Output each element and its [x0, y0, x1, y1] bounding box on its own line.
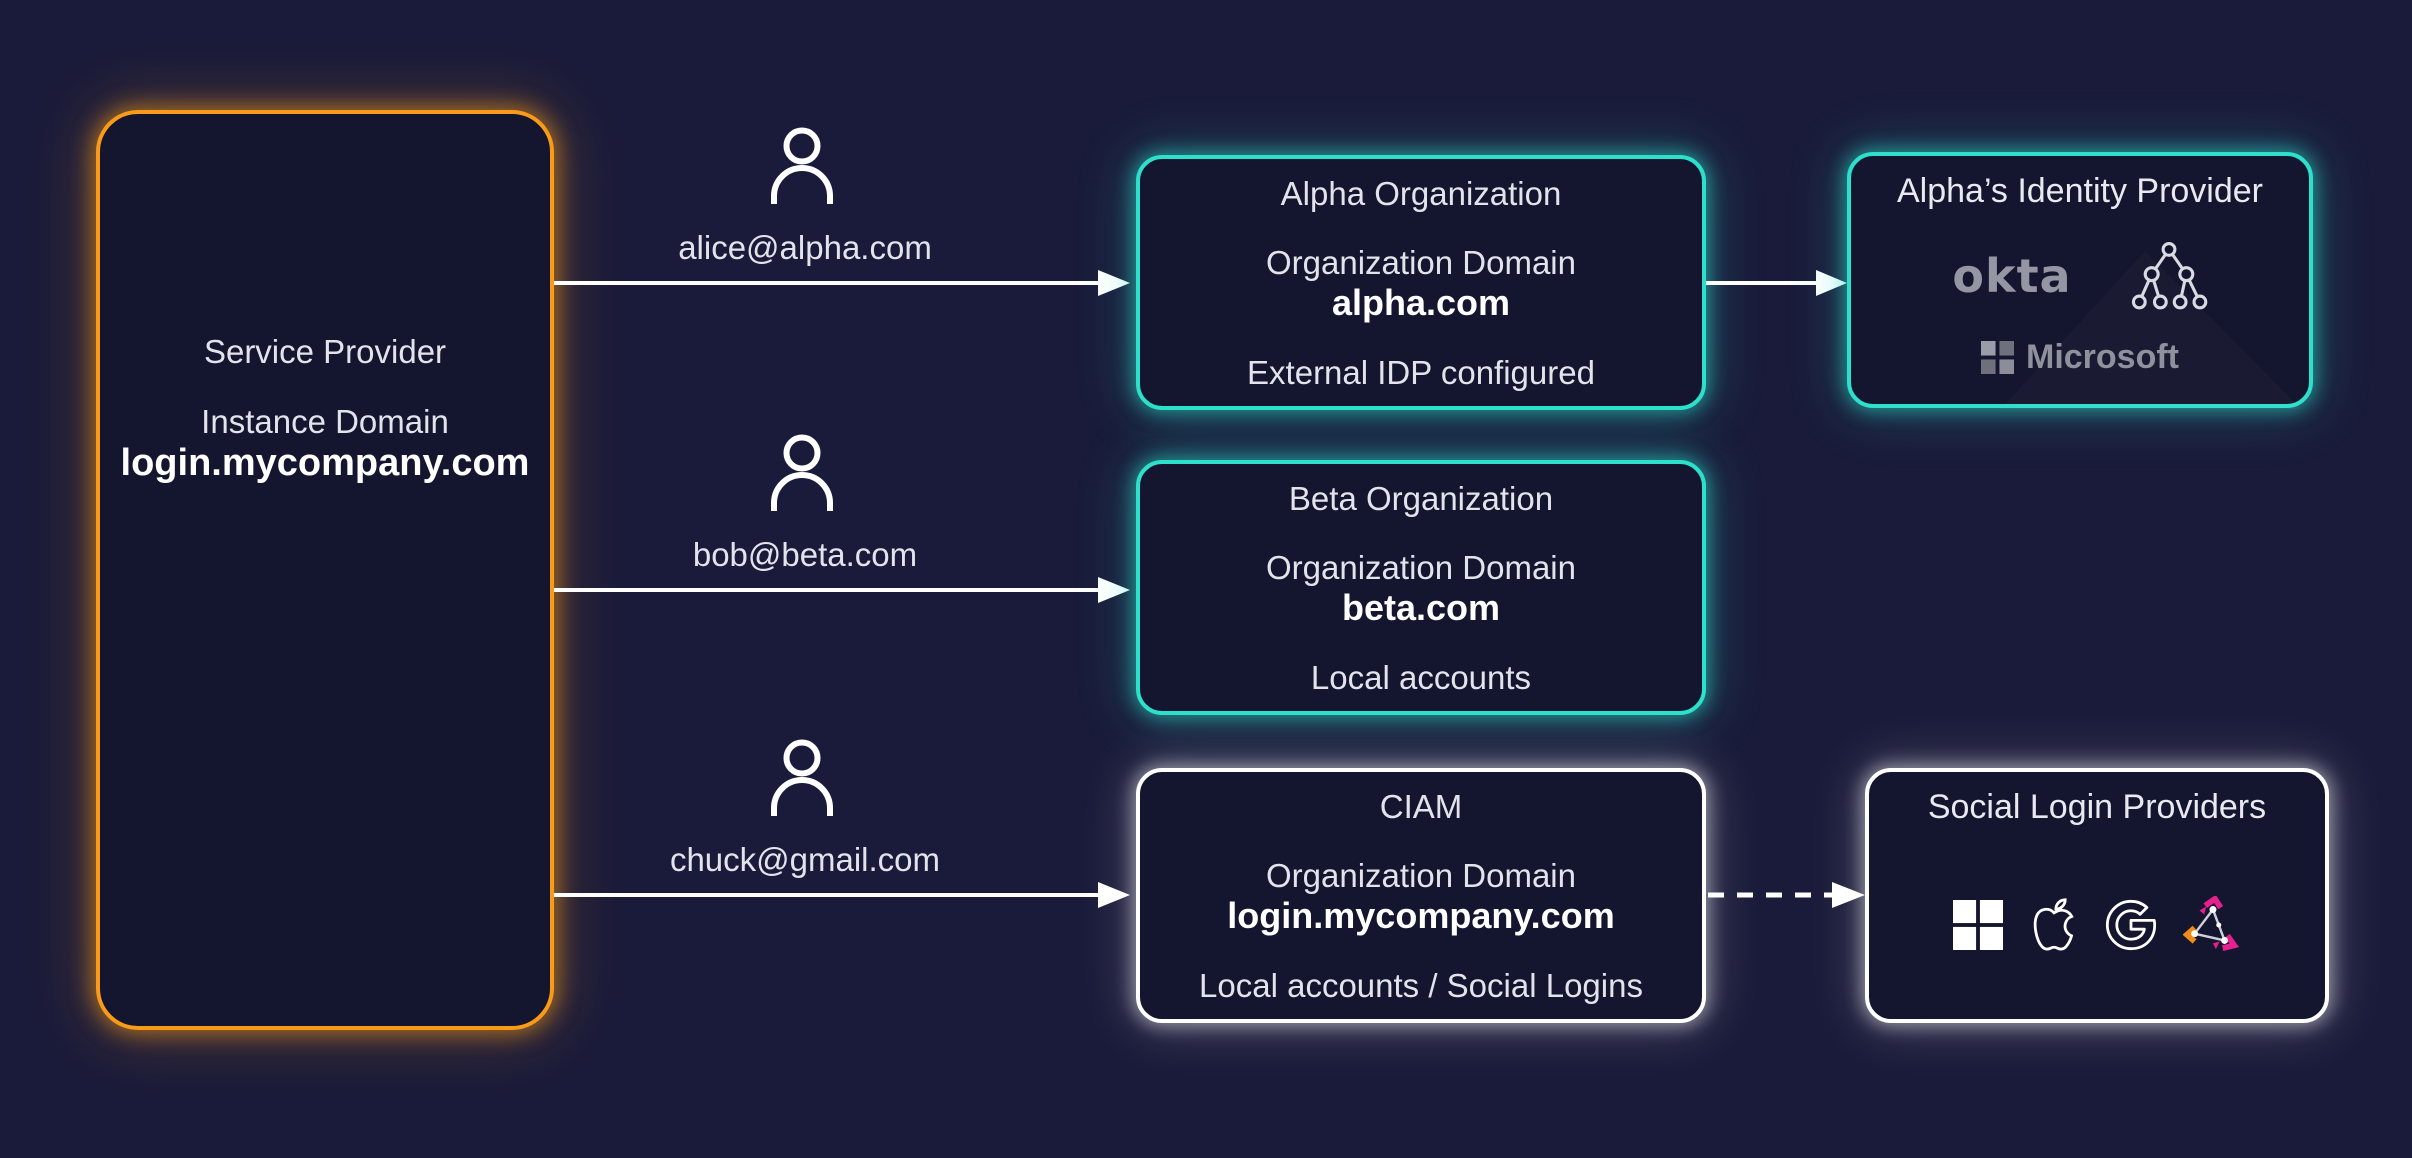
directory-tree-icon [2131, 242, 2207, 310]
arrow-sp-to-beta [554, 577, 1130, 603]
microsoft-icon [1953, 900, 2003, 950]
microsoft-squares-icon [1981, 341, 2014, 374]
user-icon [771, 127, 833, 204]
alpha-identity-provider-box: Alpha’s Identity Provider okta [1847, 152, 2313, 408]
org-domain-value: login.mycompany.com [1227, 894, 1615, 936]
org-domain-value: beta.com [1341, 586, 1501, 628]
org-title: Alpha Organization [1280, 175, 1562, 212]
microsoft-wordmark: Microsoft [2026, 338, 2179, 376]
google-icon [2105, 899, 2157, 951]
okta-logo: okta [1952, 249, 2072, 303]
org-note: Local accounts / Social Logins [1199, 967, 1643, 1004]
beta-organization-box: Beta Organization Organization Domain be… [1136, 460, 1706, 715]
instance-domain-value: login.mycompany.com [120, 442, 530, 484]
apple-icon [2033, 898, 2074, 951]
org-domain-value: alpha.com [1331, 281, 1511, 323]
user-email: bob@beta.com [692, 536, 918, 573]
org-note: External IDP configured [1247, 354, 1595, 391]
org-domain-label: Organization Domain [1266, 856, 1576, 894]
org-domain-label: Organization Domain [1266, 548, 1576, 586]
social-login-providers-box: Social Login Providers [1865, 768, 2329, 1023]
arrow-alpha-to-idp [1706, 270, 1847, 296]
idp-logos-row: okta [1851, 242, 2309, 310]
ciam-organization-box: CIAM Organization Domain login.mycompany… [1136, 768, 1706, 1023]
service-provider-text: Service Provider Instance Domain login.m… [100, 333, 550, 485]
user-email: alice@alpha.com [678, 229, 932, 266]
arrow-sp-to-alpha [554, 270, 1130, 296]
org-domain-group: Organization Domain login.mycompany.com [1227, 857, 1614, 937]
triangle-network-provider-icon [2183, 896, 2240, 952]
org-domain-group: Organization Domain alpha.com [1266, 244, 1576, 324]
service-provider-title: Service Provider [203, 333, 447, 370]
user-icon [771, 434, 833, 511]
social-icons-row [1869, 896, 2325, 954]
arrow-ciam-to-social-dashed [1708, 882, 1865, 908]
idp-title: Alpha’s Identity Provider [1896, 172, 2263, 210]
user-icon [771, 739, 833, 816]
org-note: Local accounts [1310, 659, 1532, 696]
user-email: chuck@gmail.com [669, 841, 941, 878]
instance-domain-label: Instance Domain [201, 403, 449, 440]
social-providers-title: Social Login Providers [1927, 788, 2267, 826]
arrow-sp-to-ciam [554, 882, 1130, 908]
microsoft-logo: Microsoft [1851, 338, 2309, 377]
org-title: Beta Organization [1288, 480, 1554, 517]
org-domain-label: Organization Domain [1266, 243, 1576, 281]
org-domain-group: Organization Domain beta.com [1266, 549, 1576, 629]
alpha-organization-box: Alpha Organization Organization Domain a… [1136, 155, 1706, 410]
org-title: CIAM [1379, 788, 1463, 825]
service-provider-box: Service Provider Instance Domain login.m… [96, 110, 554, 1030]
